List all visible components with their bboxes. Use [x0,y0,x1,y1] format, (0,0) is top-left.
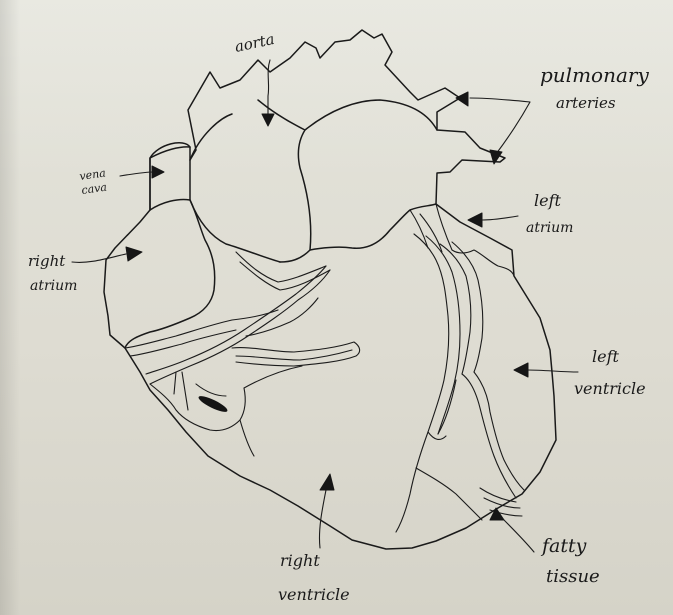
lower-branch-left [396,432,428,532]
circumflex-curve-2 [474,372,524,490]
left-atrium-label-line2: atrium [526,220,573,236]
pulmonary-label-line1: pulmonary [540,63,649,87]
left-atrium-arrow-head [468,213,482,227]
pulmonary-trunk [310,204,436,250]
left-atrium-wall [436,204,514,276]
descending-vessel-left [150,384,245,431]
right-ventricle-arrow-line [319,490,326,548]
fatty-tissue-label-line2: tissue [546,566,600,587]
fatty-tissue-arrow-head [490,508,504,520]
fatty-tissue-band [480,488,522,516]
right-ventricle-label-line1: right [280,551,320,570]
coronary-vessel-a [236,252,326,282]
lad-vessel-b [452,242,483,372]
right-atrium-arrow-head [126,247,142,261]
left-ventricle-arrow-line [528,370,578,372]
lower-branch-right [416,468,482,520]
left-atrium-label-line1: left [534,191,562,210]
right-ventricle-arrow-head [320,474,334,490]
coronary-sweep-1 [125,310,278,348]
left-ventricle-arrow-head [514,363,528,377]
aorta-arch [190,100,437,262]
vena-cava-arrow-line [120,172,154,176]
marginal-branch [232,342,360,366]
coronary-vessel-d [150,270,330,384]
lad-vessel-a [440,244,471,374]
right-ventricle-label-line2: ventricle [278,585,350,604]
aorta-label: aorta [233,30,276,56]
vena-cava-label-line2: cava [81,181,108,197]
left-ventricle-label-line1: left [592,347,620,366]
pulmonary-arrow-line [470,98,530,154]
lad-outer [414,234,449,432]
left-atrium-arrow-line [482,216,518,220]
pulmonary-label-line2: arteries [556,94,616,112]
vessel-branch-lower [240,366,302,456]
vena-cava-arrow-head [152,166,164,178]
pulmonary-arrow-head-1 [456,92,468,106]
atrial-septum [190,200,280,262]
left-ventricle-label-line2: ventricle [574,379,646,398]
lad-inner [426,236,460,434]
right-atrium-arrow-line [72,254,126,262]
right-atrium-label-line1: right [28,252,66,270]
fatty-tissue-arrow-line [502,518,534,552]
fatty-tissue-label-line1: fatty [540,535,587,557]
heart-outline [104,30,556,549]
dark-coronary-blob [197,393,229,414]
aorta-arrow-head [262,114,274,126]
circumflex-curve [462,374,516,498]
right-atrium-label-line2: atrium [30,278,77,294]
